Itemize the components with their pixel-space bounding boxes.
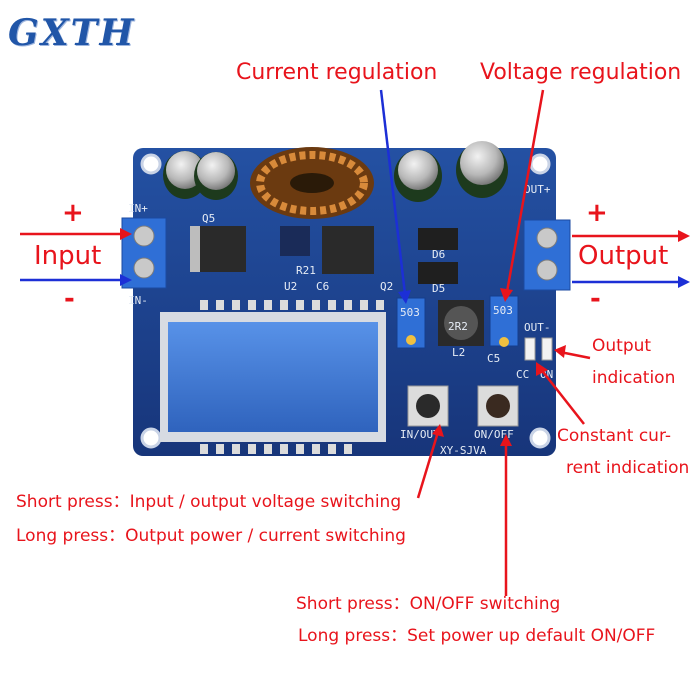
inductor-code: 2R2: [448, 320, 468, 333]
lcd-display: [160, 312, 386, 442]
header-pins: [200, 300, 384, 310]
input-terminal: [121, 217, 167, 289]
brand-logo: GXTH: [8, 12, 136, 54]
capacitor-left-2: [194, 152, 238, 200]
silk-l2: L2: [452, 346, 465, 359]
mount-hole: [529, 427, 551, 449]
input-minus-sign: -: [64, 284, 75, 314]
silk-c6: C6: [316, 280, 329, 293]
silk-q2: Q2: [380, 280, 393, 293]
capacitor-right-1: [394, 150, 442, 202]
constant-current-pointer: [536, 362, 585, 425]
output-indication-line1: Output: [592, 336, 652, 356]
voltage-regulation-pointer: [500, 89, 545, 302]
current-trim-code: 503: [400, 306, 420, 319]
on-off-long-press-note: Long press：Set power up default ON/OFF: [298, 626, 656, 646]
output-indication-pointer: [554, 345, 591, 360]
capacitor-right-2: [456, 141, 508, 198]
current-regulation-pointer: [379, 89, 411, 304]
silk-q5: Q5: [202, 212, 215, 225]
led-out: [541, 337, 553, 361]
silk-d6: D6: [432, 248, 445, 261]
silk-cc: CC: [516, 368, 529, 381]
toroid-inductor: [250, 147, 374, 219]
mount-hole: [140, 153, 162, 175]
silk-u2: U2: [284, 280, 297, 293]
silk-out-minus: OUT-: [524, 321, 551, 334]
input-minus-arrow: [20, 274, 132, 286]
voltage-regulation-label: Voltage regulation: [480, 60, 682, 85]
output-minus-arrow: [572, 276, 690, 288]
silk-out-plus: OUT+: [524, 183, 551, 196]
diode-d6: [418, 228, 458, 250]
silk-in-plus: IN+: [128, 202, 148, 215]
silk-c5: C5: [487, 352, 500, 365]
silk-in-minus: IN-: [128, 294, 148, 307]
in-out-long-press-note: Long press：Output power / current switch…: [16, 526, 406, 546]
output-plus-arrow: [572, 230, 690, 242]
mount-hole: [529, 153, 551, 175]
led-cc: [524, 337, 536, 361]
silk-model: XY-SJVA: [440, 444, 487, 457]
constant-current-line1: Constant cur-: [557, 426, 671, 446]
inductor-l2: [438, 300, 484, 346]
output-indication-line2: indication: [592, 368, 676, 388]
current-regulation-label: Current regulation: [236, 60, 438, 85]
input-plus-arrow: [20, 228, 132, 240]
on-off-short-press-note: Short press：ON/OFF switching: [296, 594, 561, 614]
ic-chip: [322, 226, 374, 274]
diode-d5: [418, 262, 458, 284]
silk-r21: R21: [296, 264, 316, 277]
constant-current-line2: rent indication: [566, 458, 690, 478]
on-off-button: [477, 385, 519, 427]
on-off-button-pointer: [500, 434, 512, 596]
input-label: Input: [34, 241, 102, 271]
in-out-button: [407, 385, 449, 427]
output-plus-sign: +: [586, 198, 608, 228]
input-plus-sign: +: [62, 198, 84, 228]
silk-on-off: ON/OFF: [474, 428, 514, 441]
header-pins-bottom: [200, 444, 352, 454]
output-label: Output: [578, 241, 669, 271]
smd-parts: [280, 226, 310, 256]
silk-d5: D5: [432, 282, 445, 295]
in-out-button-pointer: [416, 424, 444, 499]
voltage-trim-code: 503: [493, 304, 513, 317]
output-terminal: [523, 219, 571, 291]
output-minus-sign: -: [590, 284, 601, 314]
silk-in-out: IN/OUT: [400, 428, 440, 441]
mount-hole: [140, 427, 162, 449]
in-out-short-press-note: Short press：Input / output voltage switc…: [16, 492, 402, 512]
